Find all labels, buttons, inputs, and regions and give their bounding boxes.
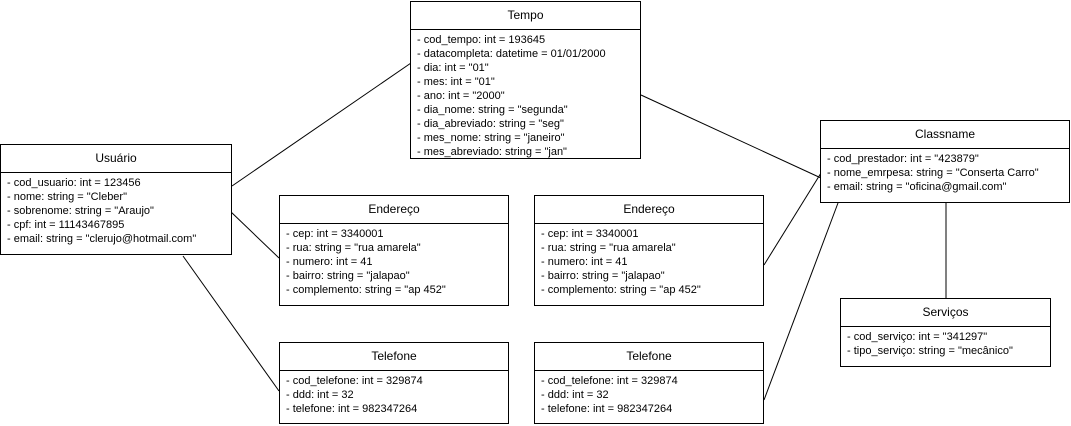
class-usuario[interactable]: Usuário - cod_usuario: int = 123456 - no… (0, 144, 232, 255)
attribute-row: - ano: int = "2000" (417, 90, 505, 102)
attribute-row: - dia: int = "01" (417, 62, 489, 74)
class-tempo-attributes: - cod_tempo: int = 193645 - datacompleta… (411, 30, 640, 159)
attribute-row: - cod_prestador: int = "423879" (827, 153, 979, 165)
class-classname-attributes: - cod_prestador: int = "423879" - nome_e… (821, 149, 1069, 194)
attribute-row: - numero: int = 41 (541, 256, 628, 268)
class-telefone-attributes: - cod_telefone: int = 329874 - ddd: int … (535, 371, 763, 416)
class-telefone-attributes: - cod_telefone: int = 329874 - ddd: int … (280, 371, 508, 416)
association-classname-endereco (763, 172, 822, 266)
attribute-row: - tipo_serviço: string = "mecânico" (847, 345, 1013, 357)
class-tempo[interactable]: Tempo - cod_tempo: int = 193645 - dataco… (410, 1, 641, 159)
attribute-row: - cep: int = 3340001 (286, 228, 384, 240)
class-telefone-prestador[interactable]: Telefone - cod_telefone: int = 329874 - … (534, 342, 764, 424)
attribute-row: - nome: string = "Cleber" (7, 191, 127, 203)
attribute-row: - mes_abreviado: string = "jan" (417, 146, 567, 158)
attribute-row: - email: string = "clerujo@hotmail.com" (7, 233, 197, 245)
class-classname-title: Classname (821, 121, 1069, 149)
class-endereco-prestador[interactable]: Endereço - cep: int = 3340001 - rua: str… (534, 195, 764, 306)
attribute-row: - bairro: string = "jalapao" (541, 270, 665, 282)
attribute-row: - email: string = "oficina@gmail.com" (827, 181, 1007, 193)
class-servicos-attributes: - cod_serviço: int = "341297" - tipo_ser… (841, 327, 1050, 358)
attribute-row: - telefone: int = 982347264 (541, 403, 673, 415)
attribute-row: - mes_nome: string = "janeiro" (417, 132, 565, 144)
class-telefone-title: Telefone (535, 343, 763, 371)
class-servicos[interactable]: Serviços - cod_serviço: int = "341297" -… (840, 298, 1051, 367)
attribute-row: - dia_nome: string = "segunda" (417, 104, 568, 116)
class-telefone-usuario[interactable]: Telefone - cod_telefone: int = 329874 - … (279, 342, 509, 424)
attribute-row: - cod_telefone: int = 329874 (541, 375, 678, 387)
attribute-row: - cod_serviço: int = "341297" (847, 331, 988, 343)
attribute-row: - cod_tempo: int = 193645 (417, 34, 546, 46)
attribute-row: - mes: int = "01" (417, 76, 495, 88)
association-tempo-classname (640, 94, 822, 179)
class-classname[interactable]: Classname - cod_prestador: int = "423879… (820, 120, 1070, 203)
attribute-row: - cpf: int = 11143467895 (7, 219, 125, 231)
class-usuario-title: Usuário (1, 145, 231, 173)
attribute-row: - complemento: string = "ap 452" (541, 284, 701, 296)
attribute-row: - datacompleta: datetime = 01/01/2000 (417, 48, 606, 60)
class-endereco-title: Endereço (535, 196, 763, 224)
attribute-row: - cod_usuario: int = 123456 (7, 177, 141, 189)
attribute-row: - complemento: string = "ap 452" (286, 284, 446, 296)
class-servicos-title: Serviços (841, 299, 1050, 327)
class-telefone-title: Telefone (280, 343, 508, 371)
class-tempo-title: Tempo (411, 2, 640, 30)
attribute-row: - rua: string = "rua amarela" (541, 242, 676, 254)
association-classname-telefone (763, 202, 839, 401)
association-usuario-endereco (229, 210, 280, 259)
attribute-row: - nome_emrpesa: string = "Conserta Carro… (827, 167, 1039, 179)
attribute-row: - ddd: int = 32 (286, 389, 354, 401)
attribute-row: - cod_telefone: int = 329874 (286, 375, 423, 387)
attribute-row: - telefone: int = 982347264 (286, 403, 418, 415)
attribute-row: - sobrenome: string = "Araujo" (7, 205, 154, 217)
attribute-row: - rua: string = "rua amarela" (286, 242, 421, 254)
class-usuario-attributes: - cod_usuario: int = 123456 - nome: stri… (1, 173, 231, 246)
class-endereco-title: Endereço (280, 196, 508, 224)
class-endereco-attributes: - cep: int = 3340001 - rua: string = "ru… (280, 224, 508, 297)
class-endereco-usuario[interactable]: Endereço - cep: int = 3340001 - rua: str… (279, 195, 509, 306)
attribute-row: - dia_abreviado: string = "seg" (417, 118, 564, 130)
attribute-row: - cep: int = 3340001 (541, 228, 639, 240)
attribute-row: - bairro: string = "jalapao" (286, 270, 410, 282)
class-endereco-attributes: - cep: int = 3340001 - rua: string = "ru… (535, 224, 763, 297)
attribute-row: - ddd: int = 32 (541, 389, 609, 401)
attribute-row: - numero: int = 41 (286, 256, 373, 268)
association-usuario-tempo (231, 62, 412, 187)
association-usuario-telefone (182, 255, 280, 392)
